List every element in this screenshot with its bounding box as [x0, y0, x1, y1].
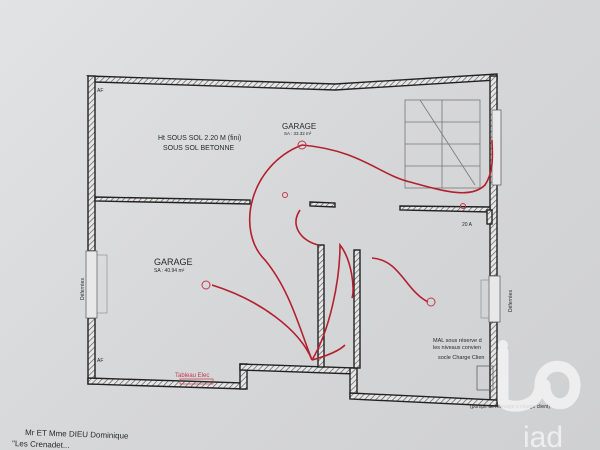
owner-address: "Les Crenadet...: [12, 439, 70, 450]
af-bottom-label: AF: [97, 358, 103, 364]
room-top-area: SA : 33.32 m²: [284, 131, 312, 136]
note-line-1: MAL sous réserve d: [433, 338, 482, 344]
note-line-2: les niveaux convien: [433, 345, 481, 351]
pump-box: [476, 365, 494, 391]
window-top-right: [491, 109, 502, 186]
room-bottom-name: GARAGE: [154, 257, 193, 267]
staircase: [404, 99, 481, 189]
breaker-label: 20 A: [462, 222, 473, 228]
light-fixtures: [201, 140, 466, 307]
electrical-panel: [179, 378, 214, 385]
af-top-label: AF: [97, 88, 103, 94]
electrical-panel-label: Tableau Elec: [175, 373, 209, 379]
interior-walls: [94, 196, 493, 369]
floor-type-note: SOUS SOL BETONNE: [163, 145, 235, 152]
ceiling-height-note: Ht SOUS SOL 2.20 M (fini): [158, 135, 241, 142]
room-bottom-area: SA : 40.94 m²: [154, 268, 185, 274]
door-right: Déferrées: [480, 275, 514, 323]
iad-logo-text: iad: [523, 421, 563, 450]
door-left-label: Déferrées: [80, 278, 86, 300]
note-line-3: socle Charge Clien: [438, 355, 484, 361]
room-top-name: GARAGE: [282, 122, 316, 131]
owner-name: Mr ET Mme DIEU Dominique: [25, 428, 129, 441]
electrical-wiring: [211, 139, 494, 361]
iad-logo-watermark: iad: [497, 340, 581, 450]
door-right-label: Déferrées: [508, 290, 514, 312]
door-left: Déferrées: [80, 250, 108, 319]
